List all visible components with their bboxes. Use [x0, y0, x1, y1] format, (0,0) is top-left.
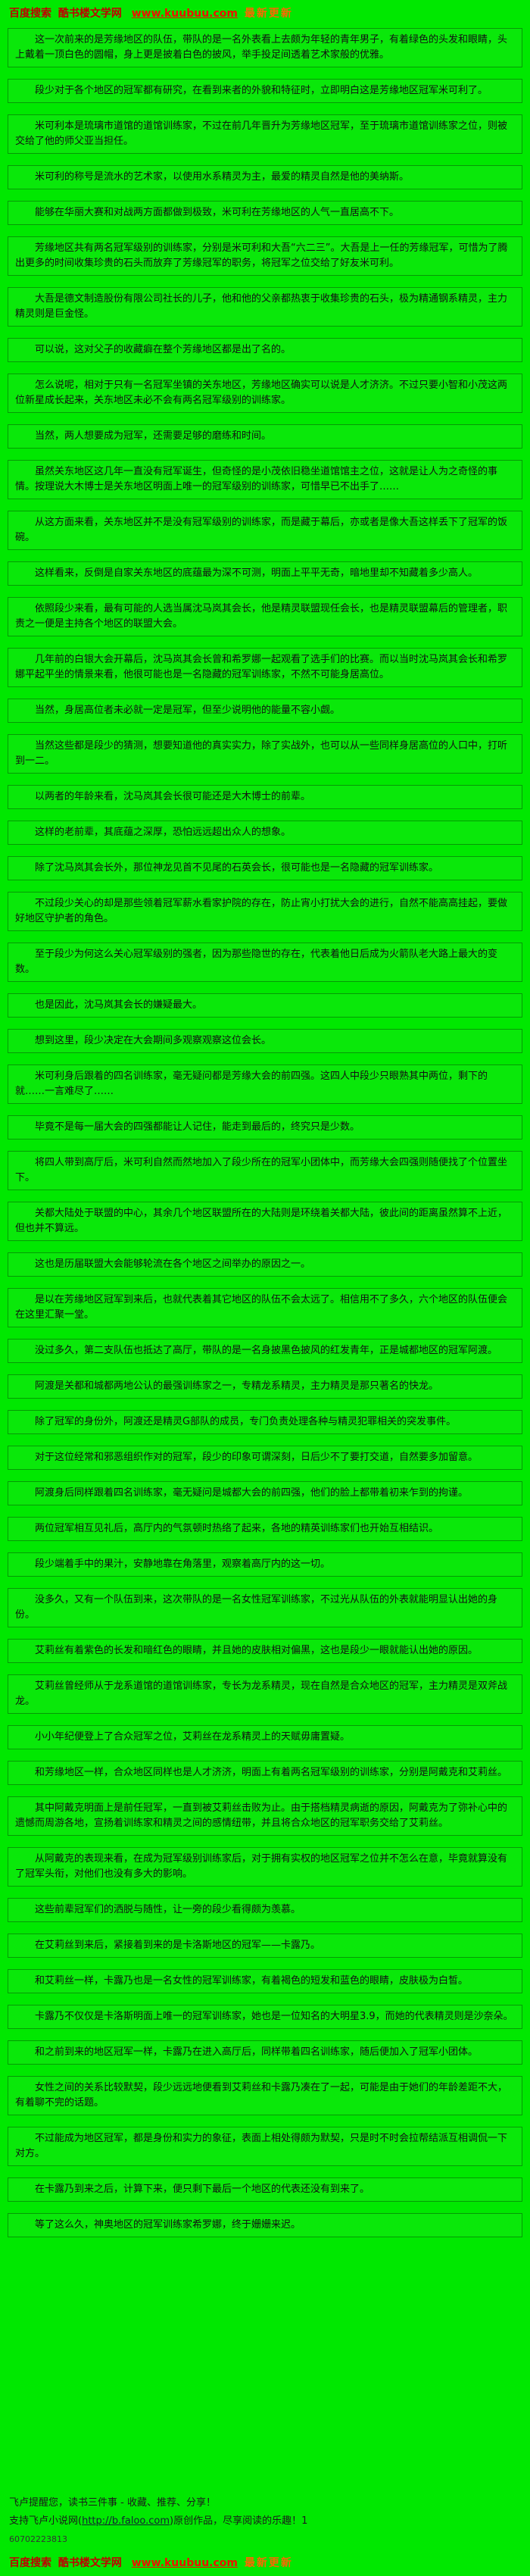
novel-paragraph: 卡露乃不仅仅是卡洛斯明面上唯一的冠军训练家，她也是一位知名的大明星3.9，而她的…	[8, 2005, 522, 2029]
novel-paragraph: 段少端着手中的果汁，安静地靠在角落里，观察着高厅内的这一切。	[8, 1552, 522, 1577]
novel-paragraph: 和艾莉丝一样，卡露乃也是一名女性的冠军训练家，有着褐色的短发和蓝色的眼睛，皮肤极…	[8, 1969, 522, 1993]
footer-suffix-label: 最新更新	[244, 2557, 293, 2569]
chapter-text: 这一次前来的是芳缘地区的队伍，带队的是一名外表看上去颇为年轻的青年男子，有着绿色…	[0, 23, 530, 2494]
novel-paragraph: 从阿戴克的表现来看，在成为冠军级别训练家后，对于拥有实权的地区冠军之位并不怎么在…	[8, 1847, 522, 1887]
novel-paragraph: 阿渡身后同样跟着四名训练家，毫无疑问是城都大会的前四强，他们的脸上都带着初来乍到…	[8, 1481, 522, 1505]
novel-paragraph: 和之前到来的地区冠军一样，卡露乃在进入高厅后，同样带着四名训练家，随后便加入了冠…	[8, 2040, 522, 2065]
novel-paragraph: 等了这么久，神奥地区的冠军训练家希罗娜，终于姗姗来迟。	[8, 2213, 522, 2237]
novel-paragraph: 艾莉丝有着紫色的长发和暗红色的眼睛，并且她的皮肤相对偏黑，这也是段少一眼就能认出…	[8, 1639, 522, 1663]
novel-paragraph: 想到这里，段少决定在大会期间多观察观察这位会长。	[8, 1029, 522, 1053]
novel-paragraph: 对于这位经常和邪恶组织作对的冠军，段少的印象可谓深刻，日后少不了要打交道，自然要…	[8, 1446, 522, 1470]
site-url-link[interactable]: www.kuubuu.com	[131, 8, 238, 20]
novel-paragraph: 虽然关东地区这几年一直没有冠军诞生，但奇怪的是小茂依旧稳坐道馆馆主之位，这就是让…	[8, 460, 522, 499]
novel-paragraph: 米可利的称号是流水的艺术家，以使用水系精灵为主，最爱的精灵自然是他的美纳斯。	[8, 165, 522, 189]
novel-paragraph: 米可利身后跟着的四名训练家，毫无疑问都是芳缘大会的前四强。这四人中段少只眼熟其中…	[8, 1064, 522, 1104]
faloo-support-suffix: )原创作品，尽享阅读的乐趣！1	[170, 2515, 308, 2527]
novel-paragraph: 可以说，这对父子的收藏癖在整个芳缘地区都是出了名的。	[8, 338, 522, 362]
novel-paragraph: 至于段少为何这么关心冠军级别的强者，因为那些隐世的存在，代表着他日后成为火箭队老…	[8, 943, 522, 982]
novel-paragraph: 在艾莉丝到来后，紧接着到来的是卡洛斯地区的冠军——卡露乃。	[8, 1934, 522, 1958]
baidu-search-label: 百度搜索	[9, 2557, 51, 2569]
novel-paragraph: 不过段少关心的却是那些领着冠军薪水看家护院的存在，防止宵小打扰大会的进行，自然不…	[8, 892, 522, 931]
novel-paragraph: 没过多久，第二支队伍也抵达了高厅，带队的是一名身披黑色披风的红发青年，正是城都地…	[8, 1339, 522, 1363]
faloo-support-line: 支持飞卢小说网(http://b.faloo.com)原创作品，尽享阅读的乐趣！…	[9, 2514, 521, 2529]
novel-paragraph: 当然，身居高位者未必就一定是冠军，但至少说明他的能量不容小觑。	[8, 699, 522, 723]
novel-paragraph: 芳缘地区共有两名冠军级别的训练家，分别是米可利和大吾“六二三”。大吾是上一任的芳…	[8, 236, 522, 276]
novel-paragraph: 两位冠军相互见礼后，高厅内的气氛顿时热络了起来，各地的精英训练家们也开始互相结识…	[8, 1517, 522, 1541]
novel-paragraph: 关都大陆处于联盟的中心，其余几个地区联盟所在的大陆则是环绕着关都大陆，彼此间的距…	[8, 1202, 522, 1241]
header-suffix-label: 最新更新	[244, 8, 293, 20]
watermark-code: 60702223813	[9, 2534, 67, 2544]
novel-paragraph: 这一次前来的是芳缘地区的队伍，带队的是一名外表看上去颇为年轻的青年男子，有着绿色…	[8, 28, 522, 67]
novel-paragraph: 也是因此，沈马岚其会长的嫌疑最大。	[8, 993, 522, 1018]
novel-paragraph: 和芳缘地区一样，合众地区同样也是人才济济，明面上有着两名冠军级别的训练家，分别是…	[8, 1761, 522, 1785]
faloo-promo-block: 飞卢提醒您，读书三件事 - 收藏、推荐、分享！ 支持飞卢小说网(http://b…	[0, 2494, 530, 2552]
novel-paragraph: 艾莉丝曾经师从于龙系道馆的道馆训练家，专长为龙系精灵，现在自然是合众地区的冠军，…	[8, 1674, 522, 1714]
novel-paragraph: 从这方面来看，关东地区并不是没有冠军级别的训练家，而是藏于幕后，亦或者是像大吾这…	[8, 511, 522, 550]
site-header-banner: 百度搜索 酷书楼文学网 www.kuubuu.com 最新更新	[0, 0, 530, 23]
site-name: 酷书楼文学网	[58, 2557, 122, 2569]
site-url-link[interactable]: www.kuubuu.com	[131, 2557, 238, 2569]
faloo-url-link[interactable]: http://b.faloo.com	[82, 2515, 170, 2527]
novel-paragraph: 段少对于各个地区的冠军都有研究，在看到来者的外貌和特征时，立即明白这是芳缘地区冠…	[8, 79, 522, 103]
faloo-support-prefix: 支持飞卢小说网(	[9, 2515, 83, 2527]
novel-paragraph: 毕竟不是每一届大会的四强都能让人记住，能走到最后的，终究只是少数。	[8, 1115, 522, 1140]
baidu-search-label: 百度搜索	[9, 8, 51, 20]
novel-paragraph: 在卡露乃到来之后，计算下来，便只剩下最后一个地区的代表还没有到来了。	[8, 2177, 522, 2202]
novel-paragraph: 以两者的年龄来看，沈马岚其会长很可能还是大木博士的前辈。	[8, 785, 522, 809]
novel-paragraph: 这样看来，反倒是自家关东地区的底蕴最为深不可测，明面上平平无奇，暗地里却不知藏着…	[8, 561, 522, 586]
novel-paragraph: 除了沈马岚其会长外，那位神龙见首不见尾的石英会长，很可能也是一名隐藏的冠军训练家…	[8, 856, 522, 880]
novel-paragraph: 其中阿戴克明面上是前任冠军，一直到被艾莉丝击败为止。由于搭档精灵病逝的原因，阿戴…	[8, 1796, 522, 1836]
novel-paragraph: 除了冠军的身份外，阿渡还是精灵G部队的成员，专门负责处理各种与精灵犯罪相关的突发…	[8, 1410, 522, 1434]
novel-paragraph: 阿渡是关都和城都两地公认的最强训练家之一，专精龙系精灵，主力精灵是那只著名的快龙…	[8, 1374, 522, 1399]
novel-paragraph: 是以在芳缘地区冠军到来后，也就代表着其它地区的队伍不会太远了。相信用不了多久，六…	[8, 1288, 522, 1327]
novel-paragraph: 怎么说呢，相对于只有一名冠军坐镇的关东地区，芳缘地区确实可以说是人才济济。不过只…	[8, 374, 522, 413]
novel-paragraph: 能够在华丽大赛和对战两方面都做到极致，米可利在芳缘地区的人气一直居高不下。	[8, 201, 522, 225]
novel-paragraph: 大吾是德文制造股份有限公司社长的儿子，他和他的父亲都热衷于收集珍贵的石头，极为精…	[8, 287, 522, 327]
novel-paragraph: 几年前的白银大会开幕后，沈马岚其会长曾和希罗娜一起观看了选手们的比赛。而以当时沈…	[8, 648, 522, 687]
novel-paragraph: 小小年纪便登上了合众冠军之位，艾莉丝在龙系精灵上的天赋毋庸置疑。	[8, 1725, 522, 1749]
novel-paragraph: 米可利本是琉璃市道馆的道馆训练家，不过在前几年晋升为芳缘地区冠军，至于琉璃市道馆…	[8, 114, 522, 154]
faloo-reminder-text: 飞卢提醒您，读书三件事 - 收藏、推荐、分享！	[9, 2497, 216, 2509]
novel-paragraph: 依照段少来看，最有可能的人选当属沈马岚其会长，他是精灵联盟现任会长，也是精灵联盟…	[8, 597, 522, 636]
site-name: 酷书楼文学网	[58, 8, 122, 20]
novel-paragraph: 这也是历届联盟大会能够轮流在各个地区之间举办的原因之一。	[8, 1252, 522, 1277]
novel-paragraph: 这些前辈冠军们的洒脱与随性，让一旁的段少看得颇为羡慕。	[8, 1898, 522, 1922]
novel-paragraph: 不过能成为地区冠军，都是身份和实力的象征，表面上相处得颇为默契，只是时不时会拉帮…	[8, 2127, 522, 2166]
novel-paragraph: 没多久，又有一个队伍到来，这次带队的是一名女性冠军训练家，不过光从队伍的外表就能…	[8, 1588, 522, 1627]
novel-paragraph: 当然这些都是段少的猜测，想要知道他的真实实力，除了实战外，也可以从一些同样身居高…	[8, 734, 522, 774]
site-footer-banner: 百度搜索 酷书楼文学网 www.kuubuu.com 最新更新	[0, 2552, 530, 2576]
novel-paragraph: 当然，两人想要成为冠军，还需要足够的磨练和时间。	[8, 424, 522, 449]
novel-paragraph: 将四人带到高厅后，米可利自然而然地加入了段少所在的冠军小团体中，而芳缘大会四强则…	[8, 1151, 522, 1190]
novel-paragraph: 女性之间的关系比较默契，段少远远地便看到艾莉丝和卡露乃凑在了一起，可能是由于她们…	[8, 2076, 522, 2115]
novel-paragraph: 这样的老前辈，其底蕴之深厚，恐怕远远超出众人的想象。	[8, 821, 522, 845]
